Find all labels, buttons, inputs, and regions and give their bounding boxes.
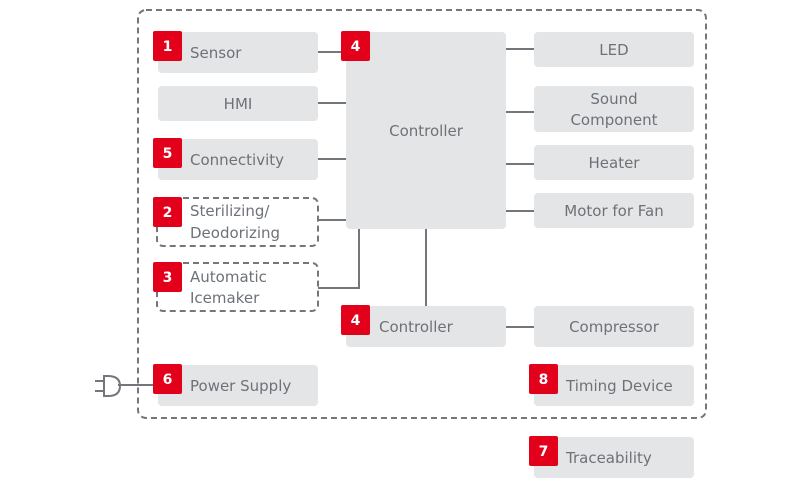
- svg-text:7: 7: [539, 444, 549, 460]
- svg-text:Deodorizing: Deodorizing: [190, 224, 280, 242]
- block-sub-controller: 4 Controller: [341, 305, 506, 347]
- connectors: [118, 48, 534, 386]
- svg-text:Timing Device: Timing Device: [565, 377, 673, 395]
- block-hmi: HMI: [158, 86, 318, 121]
- svg-text:4: 4: [351, 313, 361, 329]
- svg-text:2: 2: [163, 205, 173, 221]
- block-timing-device: 8 Timing Device: [529, 364, 694, 406]
- svg-text:3: 3: [163, 270, 173, 286]
- svg-text:Controller: Controller: [379, 318, 454, 336]
- svg-text:5: 5: [163, 146, 173, 162]
- svg-text:HMI: HMI: [224, 95, 253, 113]
- block-main-controller: 4 Controller: [341, 31, 506, 229]
- svg-text:Power Supply: Power Supply: [190, 377, 291, 395]
- svg-text:Sterilizing/: Sterilizing/: [190, 202, 270, 220]
- block-power-supply: 6 Power Supply: [153, 364, 318, 406]
- block-sound-component: Sound Component: [534, 86, 694, 132]
- block-led: LED: [534, 32, 694, 67]
- block-icemaker: 3 Automatic Icemaker: [153, 262, 319, 312]
- svg-text:Icemaker: Icemaker: [190, 289, 260, 307]
- svg-text:8: 8: [539, 372, 549, 388]
- block-connectivity: 5 Connectivity: [153, 138, 318, 180]
- svg-text:6: 6: [163, 372, 173, 388]
- block-sterilizing: 2 Sterilizing/ Deodorizing: [153, 197, 319, 247]
- block-motor-for-fan: Motor for Fan: [534, 193, 694, 228]
- block-sensor: 1 Sensor: [153, 31, 318, 73]
- svg-text:Motor for Fan: Motor for Fan: [564, 202, 663, 220]
- svg-text:1: 1: [163, 39, 173, 55]
- power-plug-icon: [95, 375, 122, 397]
- svg-text:Component: Component: [570, 111, 657, 129]
- svg-text:Sound: Sound: [590, 90, 637, 108]
- svg-text:LED: LED: [599, 41, 628, 59]
- block-compressor: Compressor: [534, 306, 694, 347]
- svg-text:Heater: Heater: [589, 154, 641, 172]
- svg-text:Traceability: Traceability: [565, 449, 652, 467]
- svg-text:4: 4: [351, 39, 361, 55]
- badge: [153, 31, 182, 61]
- svg-text:Automatic: Automatic: [190, 268, 267, 286]
- block-traceability: 7 Traceability: [529, 436, 694, 478]
- svg-text:Sensor: Sensor: [190, 44, 242, 62]
- system-boundary: [137, 9, 707, 419]
- svg-text:Compressor: Compressor: [569, 318, 660, 336]
- svg-text:Controller: Controller: [389, 122, 464, 140]
- block-heater: Heater: [534, 145, 694, 180]
- svg-text:Connectivity: Connectivity: [190, 151, 284, 169]
